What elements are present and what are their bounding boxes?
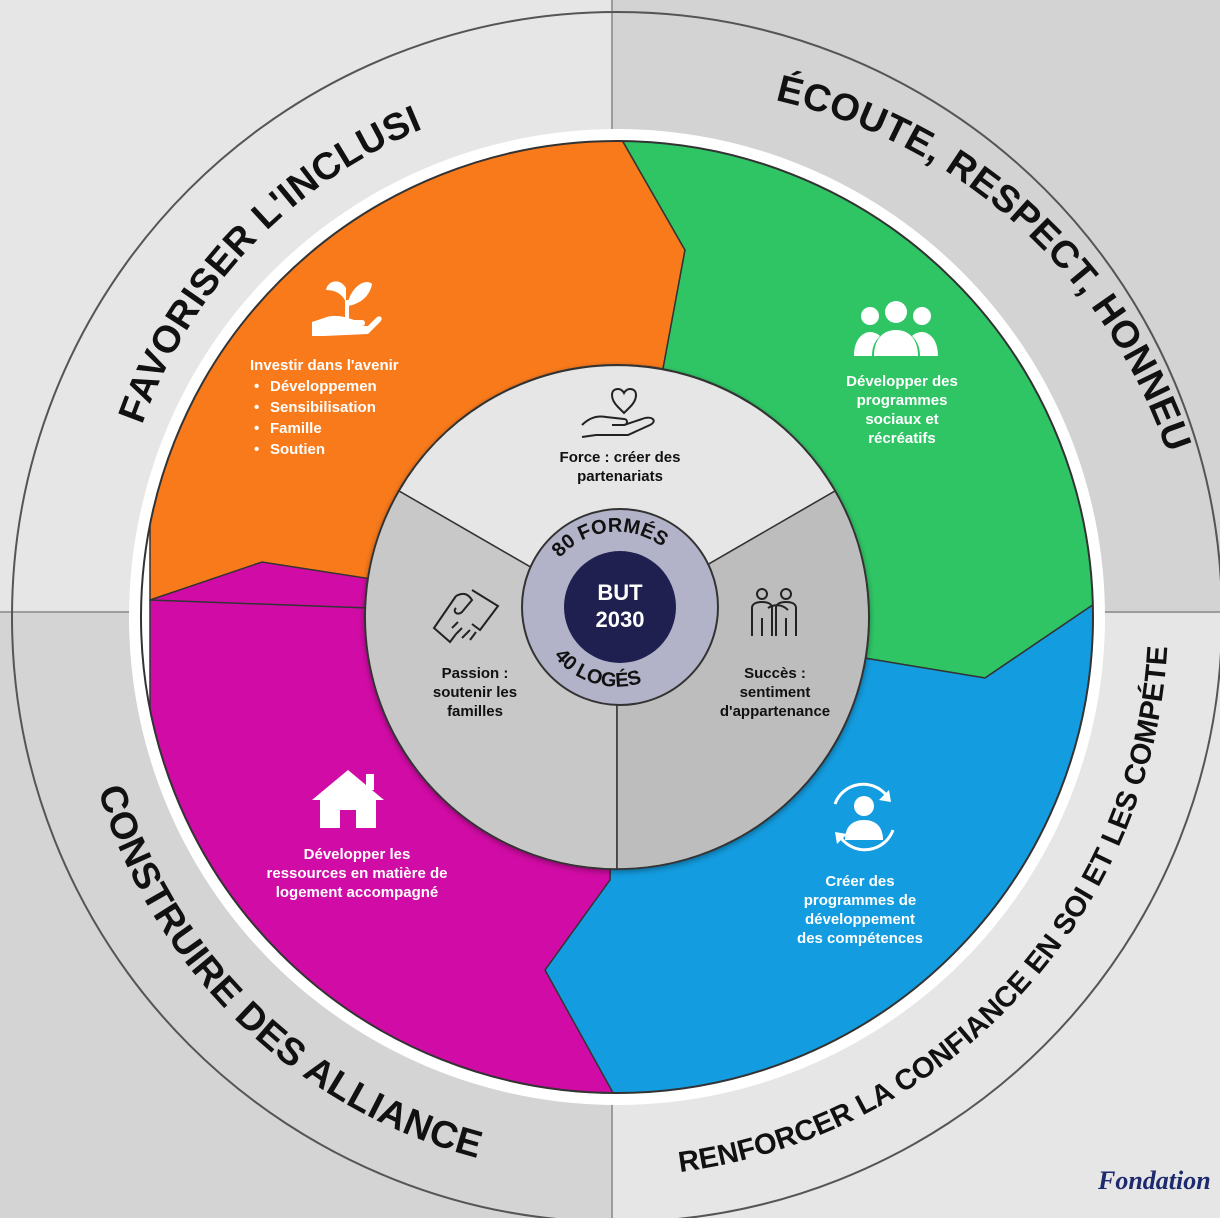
center-core bbox=[564, 551, 676, 663]
inner-top-text: Force : créer des partenariats bbox=[559, 449, 681, 485]
orange-segment-title: Investir dans l'avenir bbox=[250, 357, 399, 374]
plant-in-hand-icon bbox=[312, 281, 382, 336]
center-goal-line1: BUT bbox=[597, 580, 643, 605]
house-icon bbox=[312, 770, 384, 828]
list-item: Sensibilisation bbox=[252, 397, 377, 418]
people-together-icon bbox=[751, 588, 797, 636]
list-item: Famille bbox=[252, 418, 377, 439]
list-item: Développemen bbox=[252, 376, 377, 397]
inner-right-text: Succès : sentiment d'appartenance bbox=[719, 665, 831, 720]
blue-segment-text: Créer des programmes de développement de… bbox=[797, 873, 923, 947]
inner-left-text: Passion : soutenir les familles bbox=[432, 665, 518, 720]
person-cycle-icon bbox=[833, 782, 895, 852]
list-item: Soutien bbox=[252, 439, 377, 460]
magenta-segment-text: Développer les ressources en matière de … bbox=[266, 846, 448, 901]
inner-sector-top bbox=[397, 364, 837, 618]
heart-in-hand-icon bbox=[581, 387, 655, 438]
handshake-icon bbox=[432, 589, 500, 644]
group-of-people-icon bbox=[854, 301, 938, 356]
green-segment-text: Développer des programmes sociaux et réc… bbox=[846, 373, 958, 447]
orange-segment-bullets: Développemen Sensibilisation Famille Sou… bbox=[252, 376, 377, 460]
center-goal-line2: 2030 bbox=[596, 607, 645, 632]
outer-ring bbox=[11, 11, 1220, 1218]
foundation-signature: Fondation bbox=[1098, 1166, 1211, 1195]
